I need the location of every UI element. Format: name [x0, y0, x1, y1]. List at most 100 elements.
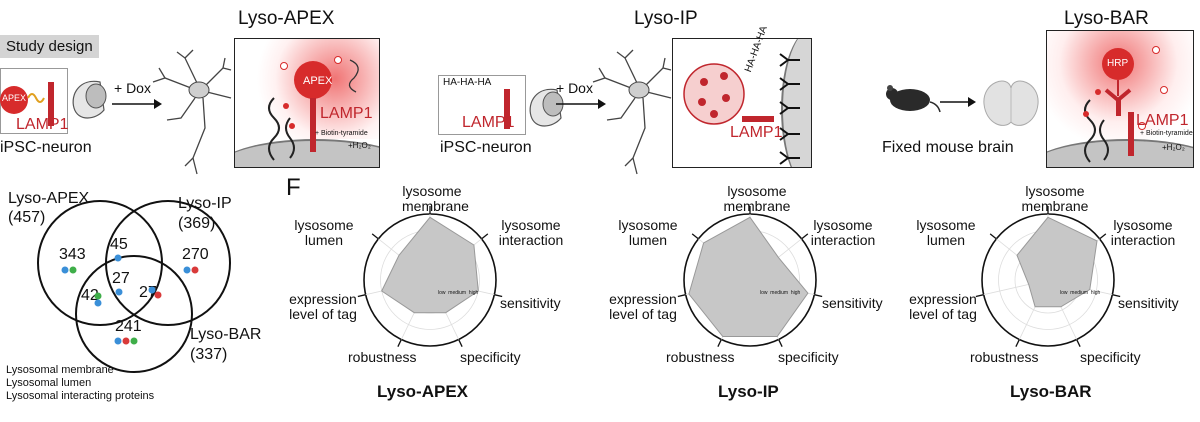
venn-region-ip-only: 270	[182, 246, 209, 263]
radar-ip-axis-sensitivity: sensitivity	[822, 295, 883, 311]
radar-axis-tick	[357, 294, 366, 298]
bar-zoom-enzyme-label: HRP	[1107, 58, 1129, 69]
dot-lumen	[130, 337, 138, 345]
ip-construct-marker: LAMP1	[462, 114, 515, 131]
radar-axis-tick	[397, 339, 402, 347]
apex-dox-label: + Dox	[114, 80, 151, 96]
radar-bar-title: Lyso-BAR	[1010, 382, 1092, 401]
radar-axis-tick	[814, 294, 823, 298]
dot-lumen	[94, 292, 102, 300]
dot-interacting	[191, 266, 199, 274]
apex-construct-marker: LAMP1	[16, 116, 69, 133]
bar-h2o2-label: +H₂O₂	[1162, 143, 1185, 152]
radar-chart-bar	[975, 206, 1121, 347]
radar-axis-tick	[989, 233, 997, 240]
bar-cell-label: Fixed mouse brain	[882, 139, 1014, 156]
apex-zoom-marker: LAMP1	[320, 105, 373, 122]
ip-title: Lyso-IP	[634, 8, 698, 29]
venn-diagram	[37, 200, 231, 373]
radar-axis-tick	[371, 233, 379, 240]
radar-axis-tick	[975, 294, 984, 298]
radar-axis-tick	[494, 294, 503, 298]
mouse-graphic	[886, 85, 941, 113]
venn-legend-membrane: Lysosomal membrane	[6, 364, 114, 376]
dot-membrane	[115, 288, 123, 296]
radar-axis-tick	[778, 339, 783, 347]
radar-ip-axis-specificity: specificity	[778, 349, 839, 365]
radar-bar-scale: low medium high	[1060, 290, 1101, 296]
venn-region-bar-only: 241	[115, 318, 142, 335]
apex-cell-graphic	[72, 80, 107, 119]
apex-construct-graphic	[0, 82, 54, 126]
dot-lumen	[69, 266, 77, 274]
apex-cell-label: iPSC-neuron	[0, 139, 92, 156]
radar-apex-axis-sensitivity: sensitivity	[500, 295, 561, 311]
radar-apex-axis-robustness: robustness	[348, 349, 417, 365]
radar-axis-tick	[1099, 233, 1107, 240]
ip-arrow	[556, 99, 606, 109]
bar-arrow	[940, 97, 976, 107]
radar-axis-tick	[691, 233, 699, 240]
apex-title: Lyso-APEX	[238, 8, 335, 29]
bar-reagent-label: + Biotin-tyramide	[1140, 130, 1193, 137]
bar-title: Lyso-BAR	[1064, 8, 1149, 29]
radar-axis-tick	[1076, 339, 1081, 347]
radar-ip-title: Lyso-IP	[718, 382, 779, 401]
radar-chart-ip	[677, 206, 823, 347]
radar-apex-axis-specificity: specificity	[460, 349, 521, 365]
venn-set-bar-count: (337)	[190, 346, 228, 363]
radar-apex-scale: low medium high	[438, 290, 479, 296]
ip-zoom-marker: LAMP1	[730, 124, 783, 141]
ip-construct-graphic	[504, 89, 510, 129]
dot-interacting	[154, 291, 162, 299]
venn-circle-bar	[75, 255, 193, 373]
radar-axis-tick	[481, 233, 489, 240]
ip-cell-label: iPSC-neuron	[440, 139, 532, 156]
venn-region-apex-bar: 42	[81, 287, 99, 304]
venn-set-bar-name: Lyso-BAR	[190, 326, 262, 343]
radar-bar-axis-sensitivity: sensitivity	[1118, 295, 1179, 311]
brain-slice-graphic	[983, 80, 1039, 126]
venn-legend-lumen: Lysosomal lumen	[6, 377, 92, 389]
dot-membrane	[183, 266, 191, 274]
radar-axis-tick	[717, 339, 722, 347]
radar-apex-title: Lyso-APEX	[377, 382, 469, 401]
apex-arrow	[112, 99, 162, 109]
venn-dots	[61, 254, 199, 345]
ip-construct-tag: HA-HA-HA	[443, 77, 492, 88]
radar-bar-axis-robustness: robustness	[970, 349, 1039, 365]
radar-value-polygon	[1016, 216, 1098, 308]
dot-membrane	[61, 266, 69, 274]
radar-value-polygon	[381, 216, 479, 314]
radar-ip-axis-robustness: robustness	[666, 349, 735, 365]
ip-construct-box	[438, 75, 526, 135]
venn-region-all: 27	[112, 270, 130, 287]
radar-axis-tick	[677, 294, 686, 298]
apex-zoom-graphic	[268, 56, 359, 161]
radar-axis-tick	[1112, 294, 1121, 298]
dot-membrane	[114, 254, 122, 262]
radar-chart-apex	[357, 206, 503, 347]
venn-region-apex-only: 343	[59, 246, 86, 263]
dot-membrane	[94, 299, 102, 307]
venn-set-apex-name: Lyso-APEX	[8, 190, 90, 207]
radar-value-polygon	[688, 216, 809, 337]
dot-interacting	[122, 337, 130, 345]
venn-set-ip-count: (369)	[178, 215, 216, 232]
venn-region-apex-ip: 45	[110, 236, 128, 253]
apex-reagent-label: + Biotin-tyramide	[315, 130, 368, 137]
apex-zoom-box	[234, 38, 380, 168]
venn-set-ip-name: Lyso-IP	[178, 195, 232, 212]
